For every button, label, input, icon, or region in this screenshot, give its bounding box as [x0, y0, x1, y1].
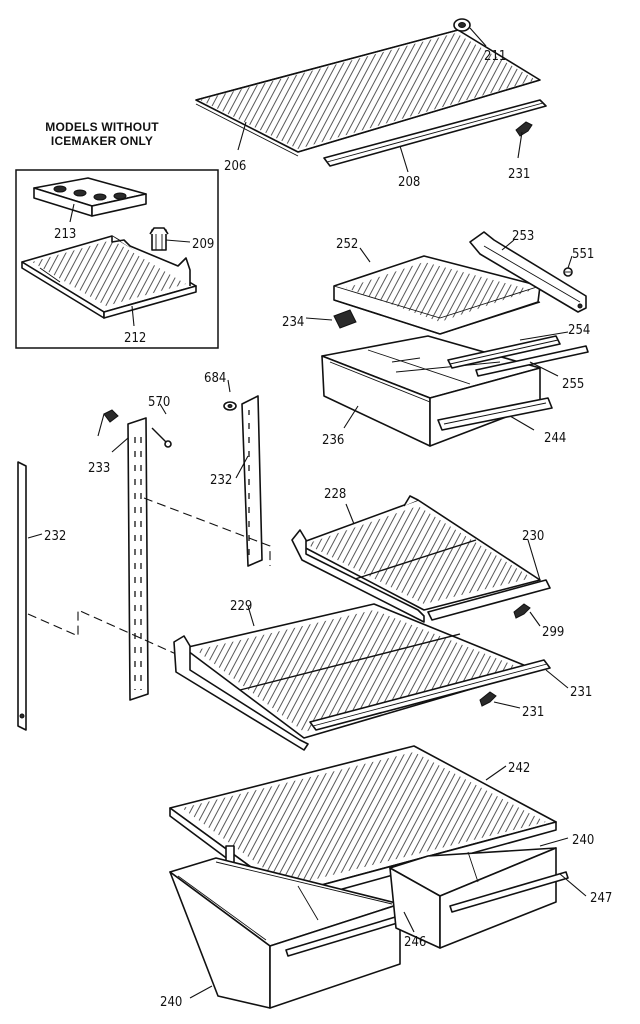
drawer-front-254 [447, 335, 561, 369]
crisper-drawer-240-right [389, 847, 569, 949]
shelf-support-231-top [515, 121, 533, 137]
callout-299: 299 [542, 625, 564, 640]
callout-231-top: 231 [508, 167, 530, 182]
support-299 [513, 603, 531, 619]
callout-labels: 211 206 208 231 213 209 212 252 253 551 … [44, 49, 612, 1010]
callout-253: 253 [512, 229, 534, 244]
shelf-rail-233 [127, 417, 149, 701]
callout-244: 244 [544, 431, 566, 446]
alignment-line-lower [27, 609, 177, 655]
callout-236: 236 [322, 433, 344, 448]
wire-shelf-206 [195, 29, 541, 157]
callout-209: 209 [192, 237, 214, 252]
inset-header-line1: MODELS WITHOUT [45, 120, 159, 134]
crisper-cover-242 [169, 745, 557, 905]
callout-240-left: 240 [160, 995, 182, 1010]
slide-234 [333, 309, 357, 329]
callout-252: 252 [336, 237, 358, 252]
inset-header-line2: ICEMAKER ONLY [51, 134, 153, 148]
callout-233: 233 [88, 461, 110, 476]
callout-208: 208 [398, 175, 420, 190]
callout-570: 570 [148, 395, 170, 410]
shelf-rail-232-right [241, 395, 263, 567]
screw-570 [151, 427, 172, 448]
callout-229: 229 [230, 599, 252, 614]
callout-551: 551 [572, 247, 594, 262]
callout-230: 230 [522, 529, 544, 544]
glass-shelf-229 [173, 603, 537, 751]
ice-tray-213 [33, 177, 147, 217]
glass-shelf-228 [291, 495, 541, 623]
clip-233 [103, 409, 119, 423]
callout-232-left: 232 [44, 529, 66, 544]
callout-231-mid: 231 [570, 685, 592, 700]
callout-255: 255 [562, 377, 584, 392]
shelf-trim-231 [309, 659, 551, 731]
callout-231-low: 231 [522, 705, 544, 720]
support-231-lower [479, 691, 497, 707]
leader-lines [27, 27, 587, 999]
callout-254: 254 [568, 323, 590, 338]
shelf-trim-208 [323, 99, 547, 167]
deli-rail-253 [469, 231, 587, 313]
callout-206: 206 [224, 159, 246, 174]
fastener-684 [223, 401, 237, 411]
ice-tray-shelf-212 [21, 235, 197, 319]
callout-212: 212 [124, 331, 146, 346]
callout-228: 228 [324, 487, 346, 502]
drawer-handle-244 [437, 397, 553, 431]
trim-255 [475, 345, 589, 377]
deli-cover-252 [333, 255, 541, 335]
callout-246: 246 [404, 935, 426, 950]
callout-240-right: 240 [572, 833, 594, 848]
callout-232-right: 232 [210, 473, 232, 488]
callout-242: 242 [508, 761, 530, 776]
tray-bracket-209 [149, 227, 169, 251]
crisper-drawer-240-left [169, 857, 415, 1009]
callout-234: 234 [282, 315, 304, 330]
inset-box: MODELS WITHOUT ICEMAKER ONLY [15, 120, 219, 349]
alignment-line-upper [143, 497, 271, 566]
screw-551 [563, 267, 573, 277]
shelf-rail-232-left [17, 461, 27, 731]
callout-213: 213 [54, 227, 76, 242]
callout-684: 684 [204, 371, 226, 386]
shelf-trim-230 [427, 579, 551, 621]
callout-247: 247 [590, 891, 612, 906]
callout-211: 211 [484, 49, 506, 64]
shelf-stop-211 [453, 18, 471, 32]
